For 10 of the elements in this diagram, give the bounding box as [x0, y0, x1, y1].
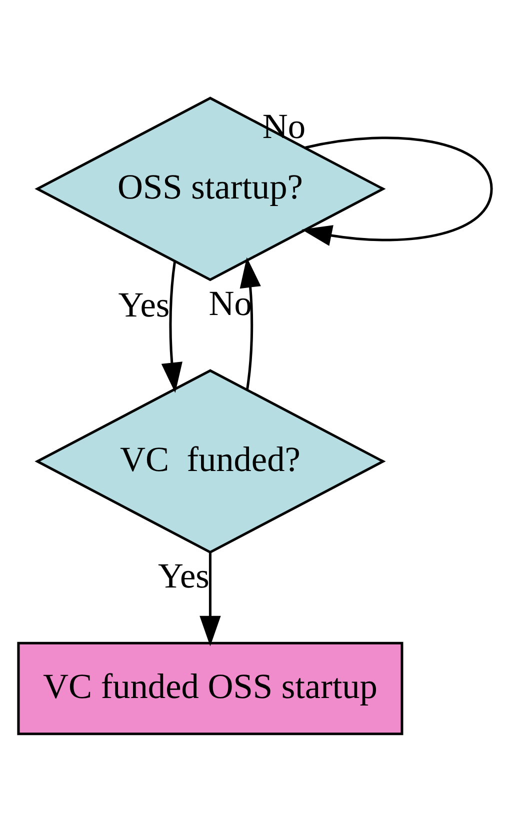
arrow — [161, 262, 182, 393]
arrow — [302, 136, 493, 246]
node-diamond: VC funded? — [34, 369, 386, 554]
edge-label: Yes — [158, 556, 210, 596]
edge-label: No — [262, 106, 306, 146]
arrow — [240, 257, 261, 390]
node-box: VC funded OSS startup — [17, 642, 404, 736]
arrow — [200, 552, 221, 646]
edge-label: Yes — [118, 286, 170, 325]
edge-label: No — [208, 284, 252, 324]
